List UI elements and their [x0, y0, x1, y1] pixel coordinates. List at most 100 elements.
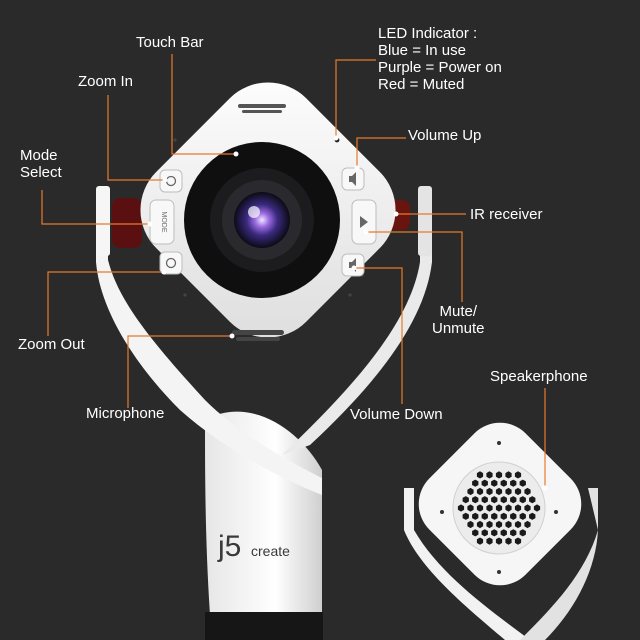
- label-zoom-in: Zoom In: [78, 73, 134, 90]
- speaker-hole: [500, 529, 507, 537]
- leader-led: [335, 59, 376, 138]
- led-red: Red = Muted: [378, 76, 465, 93]
- leader-zoom-in-endpoint: [162, 177, 168, 183]
- label-volume-up: Volume Up: [408, 127, 482, 144]
- brand-logo: j5 create: [217, 530, 290, 563]
- label-led-indicator: LED Indicator : Blue = In use Purple = P…: [378, 25, 502, 93]
- speaker-hole: [481, 529, 488, 537]
- leader-led-endpoint: [333, 135, 339, 141]
- speaker-hole: [491, 529, 498, 537]
- leader-speakerphone-endpoint: [542, 485, 548, 491]
- svg-text:j5: j5: [217, 530, 241, 563]
- leader-touch-bar: [171, 54, 236, 155]
- leader-mute-endpoint: [363, 229, 369, 235]
- speaker-hole: [476, 537, 484, 545]
- mute-icon: [360, 216, 368, 228]
- speaker-hole: [462, 512, 469, 520]
- speaker-hole: [519, 512, 526, 520]
- speaker-hole: [467, 504, 474, 512]
- camera-lens: [184, 142, 340, 298]
- leader-microphone: [127, 335, 232, 408]
- speaker-hole: [476, 487, 484, 496]
- microphone-grille: [232, 330, 284, 341]
- label-mode-select-line1: Mode: [20, 147, 58, 164]
- speaker-hole: [529, 496, 536, 504]
- speaker-hole: [457, 504, 465, 512]
- speaker-hole: [524, 520, 531, 529]
- speaker-hole: [472, 512, 479, 520]
- leader-volume-down-endpoint: [351, 265, 357, 271]
- label-zoom-out: Zoom Out: [18, 336, 85, 353]
- speaker-hole: [495, 471, 503, 479]
- label-speakerphone: Speakerphone: [490, 368, 588, 385]
- speaker-hole: [486, 471, 493, 479]
- speaker-hole: [472, 479, 479, 487]
- volume-up-button[interactable]: [341, 167, 365, 191]
- left-side-port: [112, 198, 142, 248]
- speaker-hole: [467, 487, 474, 496]
- speaker-hole: [510, 479, 517, 487]
- speaker-hole: [486, 487, 493, 496]
- leader-zoom-in: [107, 95, 165, 181]
- speakerphone-view: [404, 422, 598, 640]
- led-blue: Blue = In use: [378, 42, 466, 59]
- speaker-hole: [481, 496, 488, 504]
- label-volume-down: Volume Down: [350, 406, 443, 423]
- speaker-hole: [491, 479, 498, 487]
- speaker-hole: [500, 479, 507, 487]
- svg-text:create: create: [251, 543, 290, 559]
- speaker-hole: [500, 496, 507, 504]
- speaker-hole: [510, 512, 517, 520]
- zoom-out-button[interactable]: [159, 251, 183, 275]
- speaker-plus-icon: [349, 172, 356, 186]
- speaker-hole: [505, 504, 512, 512]
- speaker-hole: [495, 504, 503, 512]
- speaker-hole: [505, 537, 512, 545]
- label-mute-unmute: Mute/ Unmute: [432, 303, 485, 337]
- leader-volume-up-endpoint: [354, 165, 360, 171]
- speaker-hole: [514, 504, 522, 512]
- speaker-hole: [519, 529, 526, 537]
- speaker-hole: [486, 520, 493, 529]
- leader-mute: [366, 231, 463, 302]
- speaker-hole: [486, 504, 493, 512]
- speaker-hole: [519, 479, 526, 487]
- leader-volume-down: [354, 267, 403, 404]
- label-ir-receiver: IR receiver: [470, 206, 543, 223]
- label-mode-select-line2: Select: [20, 164, 62, 181]
- speaker-hole: [524, 504, 531, 512]
- speaker-hole: [510, 496, 517, 504]
- speaker-hole: [533, 504, 541, 512]
- speaker-hole: [472, 529, 479, 537]
- leader-ir-receiver-endpoint: [393, 211, 399, 217]
- volume-down-button[interactable]: [341, 253, 365, 277]
- speaker-hole: [514, 487, 522, 496]
- speaker-hole: [491, 512, 498, 520]
- magnifier-minus-icon: [165, 257, 177, 269]
- leader-mode-select-endpoint: [147, 221, 153, 227]
- speaker-hole: [510, 529, 517, 537]
- leader-microphone-endpoint: [229, 333, 235, 339]
- label-mute-line2: Unmute: [432, 320, 485, 337]
- mode-select-button[interactable]: MODE: [149, 199, 175, 245]
- led-purple: Purple = Power on: [378, 59, 502, 76]
- speaker-hole: [476, 471, 484, 479]
- speaker-hole: [519, 496, 526, 504]
- speaker-hole: [481, 479, 488, 487]
- speaker-hole: [505, 487, 512, 496]
- zoom-in-button[interactable]: [159, 169, 183, 193]
- speaker-hole: [486, 537, 493, 545]
- label-touch-bar: Touch Bar: [136, 34, 204, 51]
- speaker-grille: [457, 471, 541, 545]
- stand: [205, 411, 323, 640]
- label-mode-select: Mode Select: [20, 147, 62, 181]
- speaker-hole: [524, 487, 531, 496]
- speaker-hole: [514, 520, 522, 529]
- speaker-hole: [495, 487, 503, 496]
- leader-zoom-out: [47, 271, 164, 336]
- mute-button[interactable]: [351, 199, 377, 245]
- leader-zoom-out-endpoint: [161, 269, 167, 275]
- speaker-hole: [462, 496, 469, 504]
- led-title: LED Indicator :: [378, 25, 478, 42]
